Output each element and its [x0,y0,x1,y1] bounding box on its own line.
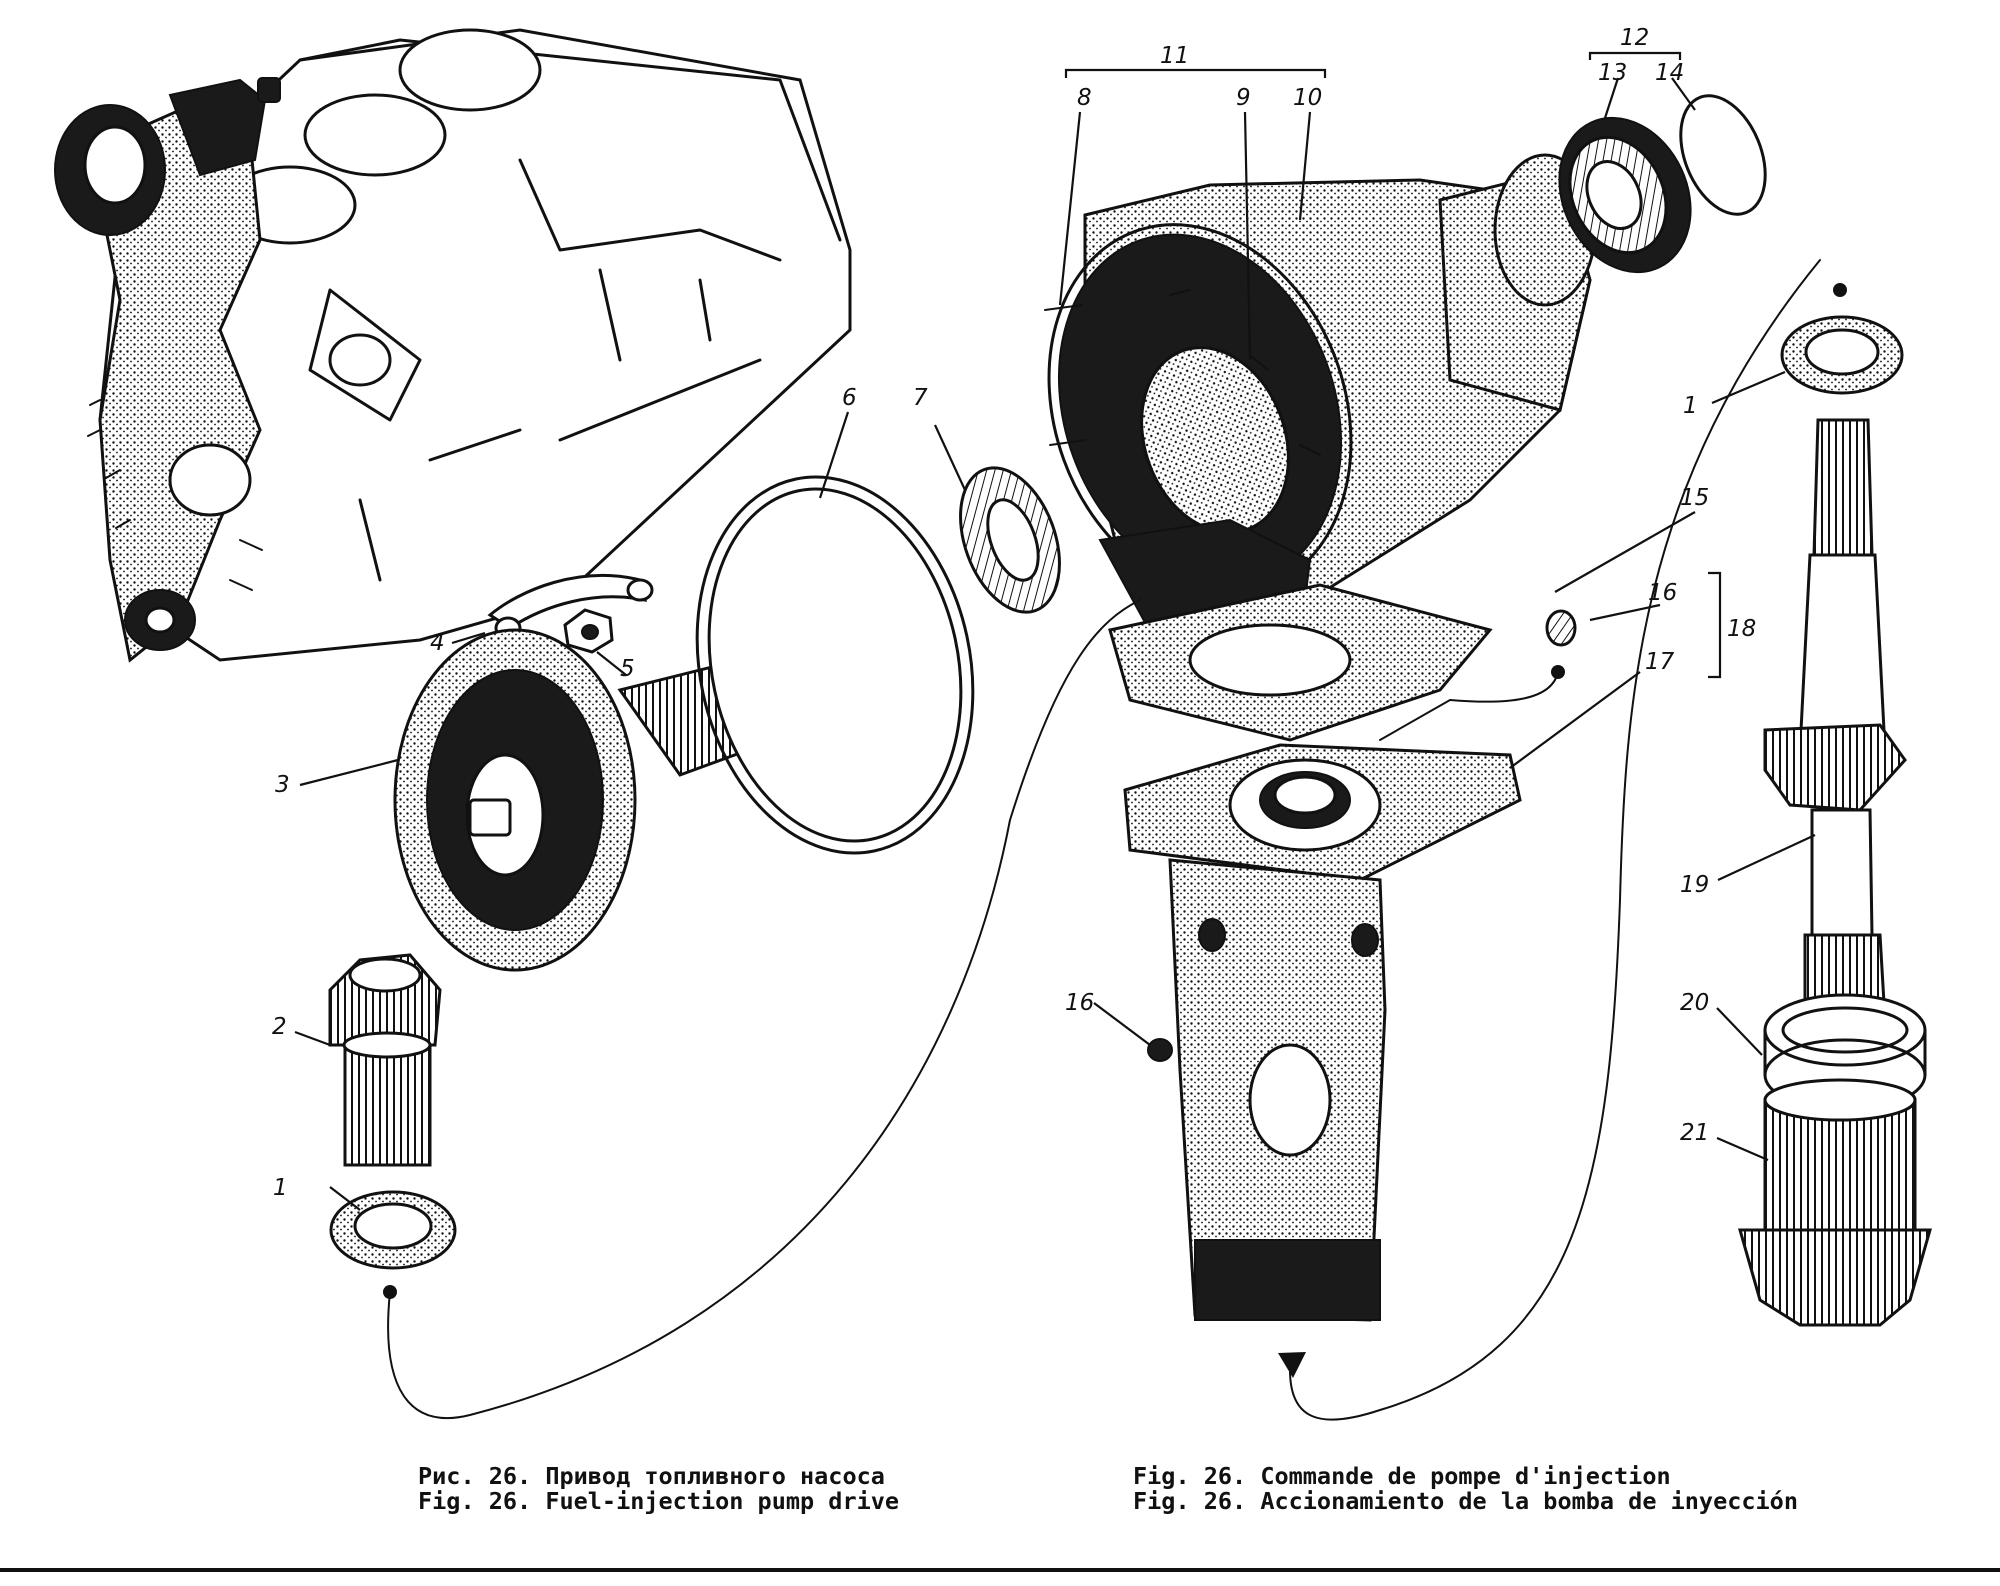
label-part-7: 7 [913,385,928,411]
label-part-14: 14 [1655,60,1684,86]
label-part-19: 19 [1680,872,1709,898]
label-part-16-top: 16 [1648,580,1677,606]
label-part-1-bottom: 1 [273,1175,288,1201]
label-part-10: 10 [1293,85,1322,111]
label-part-15: 15 [1680,485,1709,511]
part-13-oil-seal [1558,116,1692,274]
part-7-seal [959,466,1061,614]
label-part-17: 17 [1645,649,1675,675]
label-part-8: 8 [1077,85,1092,111]
part-17-drive-housing [1123,743,1522,1322]
caption-russian: Рис. 26. Привод топливного насоса [418,1462,885,1490]
label-part-11: 11 [1160,43,1189,69]
caption-column-left: Рис. 26. Привод топливного насоса Fig. 2… [418,1464,899,1514]
part-20-bushing [1763,993,1927,1112]
part-21-drive-gear [1738,1078,1932,1327]
label-part-12: 12 [1620,25,1649,51]
caption-spanish: Fig. 26. Accionamiento de la bomba de in… [1133,1487,1798,1515]
part-19-splined-shaft [1763,418,1907,1022]
caption-french: Fig. 26. Commande de pompe d'injection [1133,1462,1671,1490]
assembly-connector-lines [383,259,1847,1421]
label-part-1-top: 1 [1683,393,1698,419]
label-part-2: 2 [272,1014,287,1040]
label-part-3: 3 [275,772,290,798]
part-11-housing-assembly [1044,153,1597,652]
label-part-4: 4 [430,630,445,656]
part-1-washer-bottom [329,1190,457,1270]
part-16-screw-bottom [1147,1038,1173,1062]
engine-block [54,28,852,663]
callout-leader-lines [294,51,1816,1211]
part-6-gasket [695,475,975,855]
label-part-9: 9 [1236,85,1251,111]
bottom-rule-divider [0,1568,2000,1572]
label-part-5: 5 [620,656,635,682]
part-1-washer-top [1780,315,1904,395]
label-part-16-bottom: 16 [1065,990,1094,1016]
figure-captions: Рис. 26. Привод топливного насоса Fig. 2… [0,1464,2000,1524]
label-part-6: 6 [842,385,857,411]
label-part-18: 18 [1727,616,1756,642]
part-16-screw-top [1545,609,1577,647]
caption-column-right: Fig. 26. Commande de pompe d'injection F… [1133,1464,1798,1514]
label-part-13: 13 [1598,60,1627,86]
part-14-o-ring [1679,94,1767,216]
part-labels: 1 1 2 3 4 5 6 7 8 9 10 11 12 13 14 15 16… [272,25,1756,1201]
caption-english: Fig. 26. Fuel-injection pump drive [418,1487,900,1515]
part-15-gasket [1108,583,1493,742]
label-part-21: 21 [1680,1120,1709,1146]
part-2-pinion [328,953,442,1167]
part-5-nut [563,608,614,654]
label-part-20: 20 [1680,990,1709,1016]
